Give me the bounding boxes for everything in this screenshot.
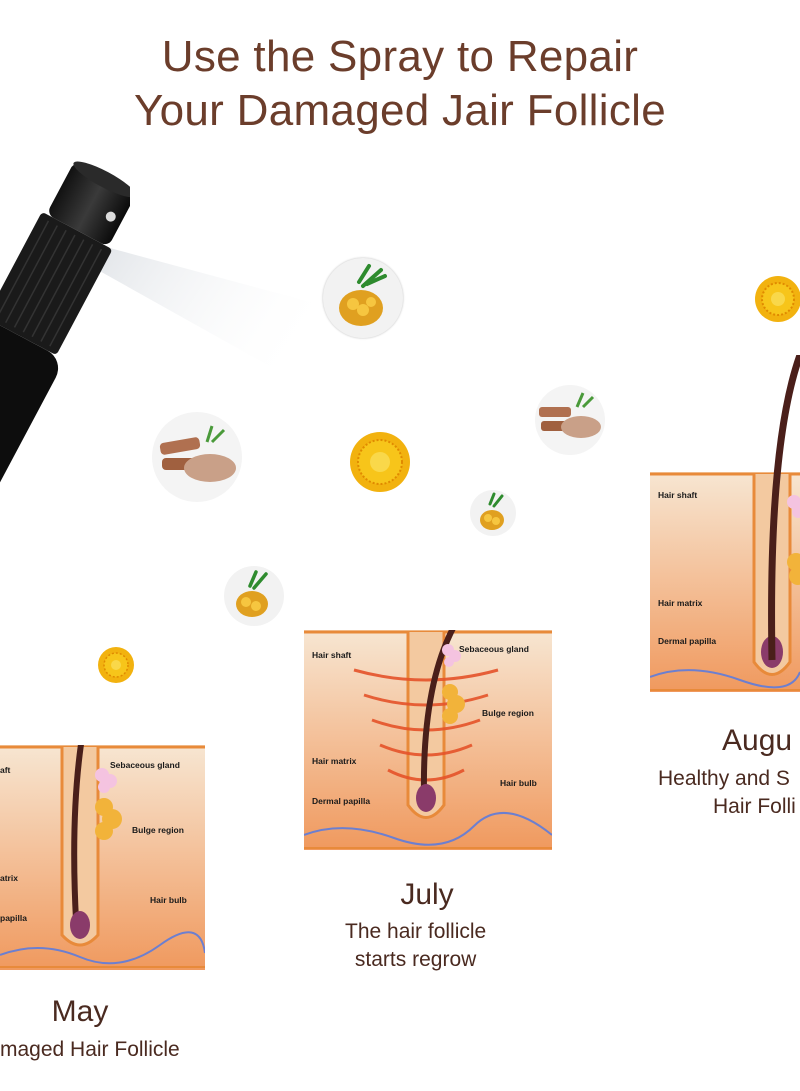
label-hair-shaft: Hair shaft — [658, 490, 698, 500]
label-dermal-papilla: Dermal papilla — [312, 796, 371, 806]
title-line-1: Use the Spray to Repair — [161, 32, 639, 81]
caption-august-line-2: Hair Folli — [713, 795, 796, 818]
caption-august-line-1: Healthy and S — [658, 767, 790, 790]
spray-mist — [80, 240, 340, 400]
label-hair-matrix: Hair matrix — [658, 598, 703, 608]
sandalwood-powder-icon — [152, 412, 242, 502]
capsule-spoon-icon — [470, 490, 516, 536]
may-follicle-diagram: aft Sebaceous gland Bulge region atrix H… — [0, 745, 205, 970]
caption-july: The hair follicle starts regrow — [345, 918, 486, 974]
capsule-spoon-icon — [224, 566, 284, 626]
label-dermal-papilla: Dermal papilla — [658, 636, 717, 646]
dandelion-flower-icon — [348, 430, 412, 494]
label-hair-matrix: atrix — [0, 873, 18, 883]
title-line-2: Your Damaged Jair Follicle — [134, 86, 666, 135]
spray-bottle-icon — [0, 161, 130, 504]
caption-may: maged Hair Follicle — [0, 1036, 180, 1064]
label-hair-bulb: Hair bulb — [500, 778, 537, 788]
caption-july-line-1: The hair follicle — [345, 920, 487, 943]
month-august: Augu — [722, 724, 793, 757]
label-bulge-region: Bulge region — [482, 708, 534, 718]
label-dermal-papilla: papilla — [0, 913, 27, 923]
august-hair-shaft — [768, 355, 800, 661]
label-hair-bulb: Hair bulb — [150, 895, 187, 905]
label-sebaceous-gland: Sebaceous gland — [110, 760, 180, 770]
label-hair-shaft: aft — [0, 765, 11, 775]
month-may: May — [51, 995, 109, 1028]
page-title: Use the Spray to Repair Your Damaged Jai… — [0, 30, 800, 138]
capsule-spoon-icon — [323, 258, 403, 338]
dandelion-flower-icon — [97, 646, 135, 684]
month-july: July — [400, 878, 454, 911]
caption-july-line-2: starts regrow — [354, 948, 477, 971]
caption-may-line-1: maged Hair Follicle — [0, 1038, 180, 1061]
caption-august: Healthy and S Hair Folli — [658, 765, 800, 821]
label-bulge-region: Bulge region — [132, 825, 184, 835]
july-follicle-diagram: Hair shaft Sebaceous gland Bulge region … — [304, 630, 552, 850]
dandelion-flower-icon — [754, 275, 800, 323]
label-hair-matrix: Hair matrix — [312, 756, 357, 766]
sandalwood-powder-icon — [535, 385, 605, 455]
label-hair-shaft: Hair shaft — [312, 650, 352, 660]
label-sebaceous-gland: Sebaceous gland — [459, 644, 529, 654]
